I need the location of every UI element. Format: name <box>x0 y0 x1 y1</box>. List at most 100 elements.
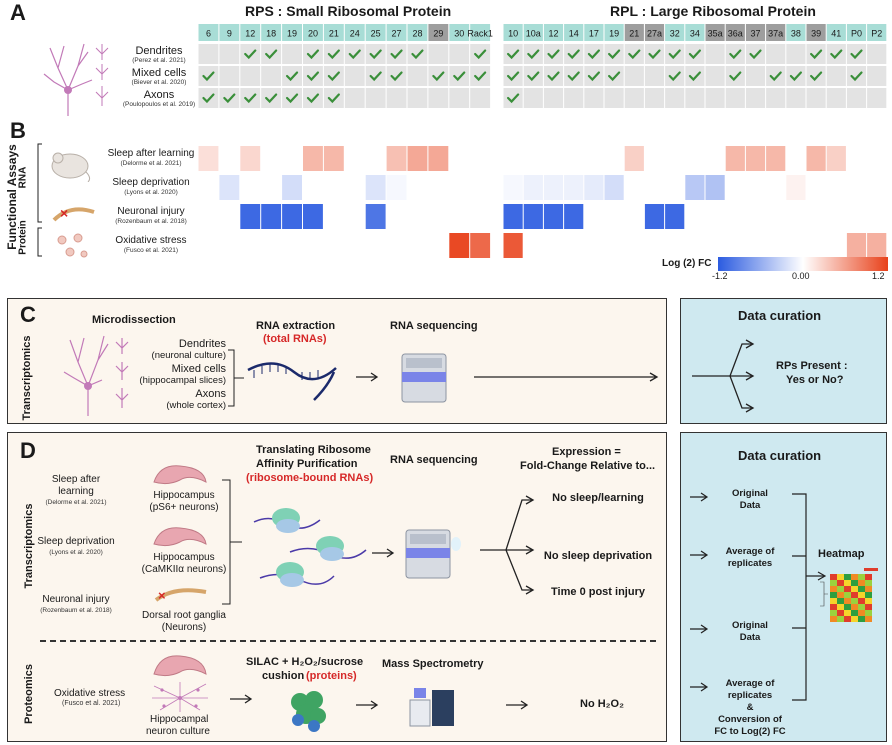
yes-no-label: Yes or No? <box>786 374 844 386</box>
rps-header-cell <box>261 24 282 41</box>
neuron-illustration-icon <box>43 43 109 116</box>
mini-heatmap-cell <box>865 574 872 580</box>
rpl-cell <box>564 66 584 86</box>
rps-header-label: 29 <box>433 29 443 39</box>
rpl-header-cell <box>766 24 786 41</box>
rpl-heat-cell <box>745 146 766 171</box>
rps-header-cell <box>386 24 407 41</box>
tissue-label: Hippocampus <box>153 552 215 563</box>
check-icon <box>285 71 299 82</box>
rpl-cell <box>644 44 665 64</box>
legend-title: Log (2) FC <box>662 258 712 269</box>
rps-heat-cell <box>323 146 344 171</box>
arrow-icon <box>690 624 709 634</box>
rps-header-cell <box>219 24 240 41</box>
mini-heatmap-cell <box>851 586 858 592</box>
rps-cell <box>407 44 428 64</box>
tissue-label: Dorsal root ganglia <box>142 610 226 621</box>
mini-heatmap-cell <box>830 616 837 622</box>
mini-heatmap-cell <box>851 598 858 604</box>
row-ref: (Rozenbaum et al. 2018) <box>115 218 187 225</box>
ribosome-bound-rna-icon <box>253 508 367 587</box>
check-icon <box>648 49 661 60</box>
mini-heatmap-cell <box>858 610 865 616</box>
check-icon <box>453 71 466 82</box>
rpl-cell <box>826 44 846 64</box>
rps-cell <box>386 66 407 86</box>
rpl-heat-cell <box>705 175 725 200</box>
rps-header-cell <box>449 24 470 41</box>
mini-heatmap-cell <box>837 604 844 610</box>
mini-heatmap-cell <box>858 574 865 580</box>
rps-cell <box>344 44 365 64</box>
check-icon <box>729 71 742 82</box>
rps-header-label: 28 <box>412 29 422 39</box>
rpl-heat-cell <box>523 175 543 200</box>
rpl-cell <box>786 44 806 64</box>
rpl-header-label: 27a <box>647 29 662 39</box>
mini-heatmap-cell <box>837 598 844 604</box>
rpl-header-label: P0 <box>851 29 862 39</box>
row-label: Neuronal injury <box>117 206 185 217</box>
rpl-cell <box>846 66 867 86</box>
rps-cell <box>344 88 365 108</box>
arrow-icon <box>506 700 529 710</box>
mini-heatmap-cell <box>837 580 844 586</box>
rpl-heat-cell <box>564 175 584 200</box>
rps-cell <box>198 66 219 86</box>
arrow-icon <box>356 700 379 710</box>
row-label: Mixed cells <box>131 67 187 79</box>
check-icon <box>810 49 823 60</box>
check-icon <box>789 71 802 82</box>
rps-header-label: 25 <box>371 29 381 39</box>
expression-fork <box>480 495 535 595</box>
curation-item-text: & <box>746 702 754 713</box>
check-icon <box>306 49 320 60</box>
rpl-cell <box>584 66 604 86</box>
rps-cell <box>428 88 449 108</box>
rpl-heat-cell <box>564 204 584 229</box>
rpl-heat-cell <box>503 175 523 200</box>
check-icon <box>411 49 424 60</box>
mini-heatmap-cell <box>844 610 851 616</box>
mini-heatmap-cell <box>837 616 844 622</box>
rps-cell <box>470 88 491 108</box>
hippocampus-icon <box>153 655 207 677</box>
mini-heatmap-icon <box>820 568 878 622</box>
rps-cell <box>219 88 240 108</box>
legend-max: 1.2 <box>872 271 885 281</box>
curation-item-text: Conversion of <box>718 714 782 725</box>
mini-heatmap-cell <box>851 574 858 580</box>
mini-heatmap-cell <box>844 616 851 622</box>
hippocampus-icon <box>153 527 207 547</box>
mini-heatmap-cell <box>830 586 837 592</box>
long-arrow <box>474 372 659 382</box>
rpl-cell <box>665 88 685 108</box>
mini-heatmap-cell <box>837 592 844 598</box>
arrow-icon <box>356 372 379 382</box>
rps-header-label: 18 <box>266 29 276 39</box>
arrow-icon <box>690 682 709 692</box>
rpl-header-label: 39 <box>811 29 821 39</box>
arrow-icon <box>690 550 709 560</box>
row-label: Oxidative stress <box>115 235 187 246</box>
rps-cell <box>428 66 449 86</box>
mini-heatmap-cell <box>837 586 844 592</box>
check-icon <box>628 49 641 60</box>
rpl-cell <box>826 88 846 108</box>
rps-cell <box>261 88 282 108</box>
rpl-header-label: 19 <box>609 29 619 39</box>
rpl-cell <box>543 88 564 108</box>
mini-heatmap-cell <box>865 592 872 598</box>
rpl-header-label: 10 <box>508 29 518 39</box>
check-icon <box>202 71 215 82</box>
rpl-cell <box>685 44 705 64</box>
rpl-cell <box>624 88 644 108</box>
legend-gradient <box>718 257 888 271</box>
rpl-cell <box>867 66 887 86</box>
check-icon <box>547 49 560 60</box>
rpl-cell <box>786 88 806 108</box>
rps-cell <box>282 44 302 64</box>
rps-header-cell <box>407 24 428 41</box>
